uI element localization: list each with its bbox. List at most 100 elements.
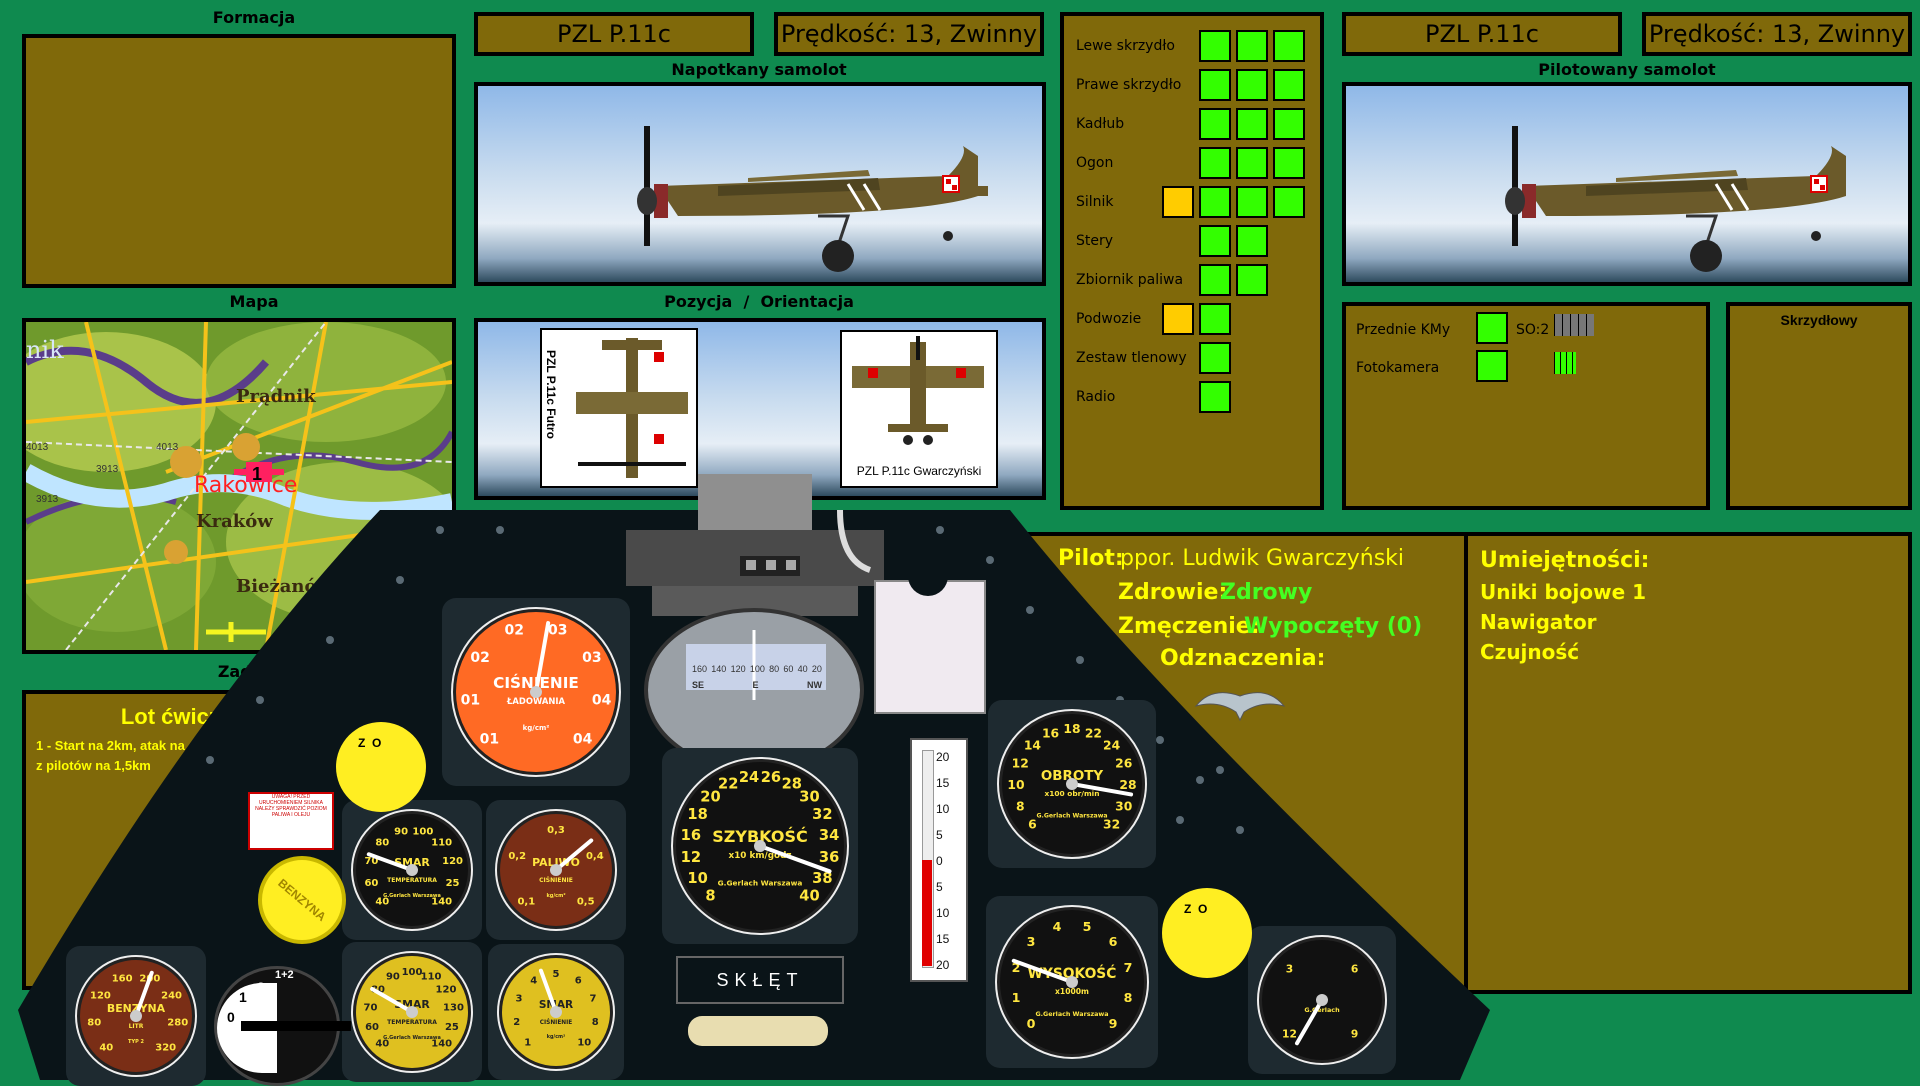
damage-cell[interactable] bbox=[1199, 264, 1231, 296]
gauge-number: 120 bbox=[90, 991, 111, 1002]
damage-cell[interactable] bbox=[1162, 303, 1194, 335]
damage-cell[interactable] bbox=[1199, 186, 1231, 218]
gauge-label: ŁADOWANIA bbox=[506, 696, 565, 706]
map-place-krakow: Kraków bbox=[196, 511, 273, 532]
gauge-label: TEMPERATURA bbox=[387, 1019, 437, 1026]
gauge-label: LITR bbox=[129, 1023, 144, 1030]
gauge-label: G.Gerlach Warszawa bbox=[718, 879, 803, 888]
selector-label: 0 bbox=[227, 1009, 235, 1025]
compass-number: 120 bbox=[730, 664, 746, 674]
map-flight-marker[interactable]: 1 bbox=[234, 462, 284, 484]
compass-number: 80 bbox=[769, 664, 780, 674]
pilot-name: ppor. Ludwik Gwarczyński bbox=[1120, 546, 1405, 571]
damage-row-label: Kadłub bbox=[1076, 116, 1125, 132]
gauge-number: 30 bbox=[799, 789, 819, 806]
fuel-selector[interactable]: 0 1 2 1+2 bbox=[214, 966, 351, 1086]
own-frontview-card[interactable]: PZL P.11c Gwarczyński bbox=[840, 330, 998, 488]
damage-cell[interactable] bbox=[1236, 108, 1268, 140]
gauge-number: 36 bbox=[819, 849, 839, 866]
magneto-switch-right[interactable]: Z O bbox=[1162, 888, 1252, 978]
pilot-badge-icon[interactable] bbox=[1192, 676, 1288, 724]
skills-panel: Umiejętności: Uniki bojowe 1 Nawigator C… bbox=[1464, 532, 1912, 994]
switch-label: Z O bbox=[358, 736, 382, 750]
slip-indicator: SKŁĘT bbox=[676, 956, 844, 1004]
own-frontview-image bbox=[852, 336, 984, 445]
damage-cell[interactable] bbox=[1199, 108, 1231, 140]
gauge-needle bbox=[370, 987, 414, 1014]
gauge-label: kg/cm² bbox=[547, 1034, 565, 1040]
thermometer-tick: 10 bbox=[936, 802, 950, 816]
gauge-label: SZYBKOŚĆ bbox=[712, 827, 807, 846]
damage-cell[interactable] bbox=[1199, 303, 1231, 335]
damage-row-label: Silnik bbox=[1076, 194, 1114, 210]
damage-row-label: Podwozie bbox=[1076, 311, 1142, 327]
damage-cell[interactable] bbox=[1199, 225, 1231, 257]
fuel-cap[interactable]: BENZYNA bbox=[258, 856, 346, 944]
position-view[interactable]: PZL P.11c Futro PZL P.11c Gwarczyński bbox=[474, 318, 1046, 500]
damage-row-label: Zestaw tlenowy bbox=[1076, 350, 1187, 366]
gauge-number: 10 bbox=[687, 870, 707, 887]
gauge-needle bbox=[554, 838, 594, 872]
gauge-label: G.Gerlach Warszawa bbox=[1036, 812, 1107, 819]
gauge-number: 100 bbox=[412, 826, 433, 837]
gauge-number: 12 bbox=[1282, 1028, 1297, 1041]
gauge-number: 0,1 bbox=[517, 897, 535, 908]
damage-cell[interactable] bbox=[1162, 186, 1194, 218]
gauge-number: 38 bbox=[812, 870, 832, 887]
compass-letter: E bbox=[752, 680, 759, 690]
damage-cell[interactable] bbox=[1199, 381, 1231, 413]
gauge-number: 24 bbox=[739, 769, 759, 786]
gauge-number: 4 bbox=[530, 976, 537, 987]
manifold-pressure-gauge: 0101020203030404CIŚNIENIEŁADOWANIAkg/cm² bbox=[442, 598, 630, 786]
gauge-number: 8 bbox=[705, 887, 715, 904]
gauge-number: 6 bbox=[575, 976, 582, 987]
damage-cell[interactable] bbox=[1236, 69, 1268, 101]
gauge-label: G.Gerlach bbox=[1304, 1006, 1340, 1014]
damage-cell[interactable] bbox=[1236, 264, 1268, 296]
gauge-number: 7 bbox=[1124, 960, 1133, 975]
gauge-number: 240 bbox=[161, 991, 182, 1002]
damage-cell[interactable] bbox=[1236, 30, 1268, 62]
gauge-number: 03 bbox=[548, 623, 567, 639]
damage-cell[interactable] bbox=[1273, 186, 1305, 218]
own-speed: Prędkość: 13, Zwinny bbox=[1642, 12, 1912, 56]
map-view[interactable]: nik Prądnik Rakowice Kraków Bieżanów 401… bbox=[22, 318, 456, 654]
gauge-number: 6 bbox=[1109, 934, 1118, 949]
selector-handle bbox=[241, 1021, 351, 1031]
ammo-count: SO:2 bbox=[1516, 322, 1550, 338]
damage-cell[interactable] bbox=[1236, 225, 1268, 257]
damage-cell[interactable] bbox=[1199, 30, 1231, 62]
gauge-needle bbox=[1070, 782, 1134, 797]
own-aircraft-image bbox=[1505, 126, 1846, 272]
orientation-caption-label: Orientacja bbox=[760, 292, 854, 311]
damage-cell[interactable] bbox=[1273, 30, 1305, 62]
damage-cell[interactable] bbox=[1236, 186, 1268, 218]
front-mg-status[interactable] bbox=[1476, 312, 1508, 344]
damage-cell[interactable] bbox=[1199, 147, 1231, 179]
enemy-topview-label: PZL P.11c Futro bbox=[544, 350, 558, 439]
damage-cell[interactable] bbox=[1199, 69, 1231, 101]
gauge-label: SMAR bbox=[539, 999, 573, 1011]
damage-cell[interactable] bbox=[1236, 147, 1268, 179]
enemy-aircraft-view[interactable] bbox=[474, 82, 1046, 286]
damage-cell[interactable] bbox=[1273, 108, 1305, 140]
damage-cell[interactable] bbox=[1273, 147, 1305, 179]
damage-cell[interactable] bbox=[1273, 69, 1305, 101]
magneto-switch-left[interactable]: Z O bbox=[336, 722, 426, 812]
gauge-label: G.Gerlach Warszawa bbox=[383, 893, 441, 899]
gauge-number: 6 bbox=[1028, 818, 1037, 832]
enemy-topview-card[interactable]: PZL P.11c Futro bbox=[540, 328, 698, 488]
damage-cell[interactable] bbox=[1199, 342, 1231, 374]
own-aircraft-name: PZL P.11c bbox=[1342, 12, 1622, 56]
damage-row-label: Ogon bbox=[1076, 155, 1114, 171]
camera-status[interactable] bbox=[1476, 350, 1508, 382]
own-aircraft-view[interactable] bbox=[1342, 82, 1912, 286]
clipboard[interactable] bbox=[874, 568, 986, 714]
